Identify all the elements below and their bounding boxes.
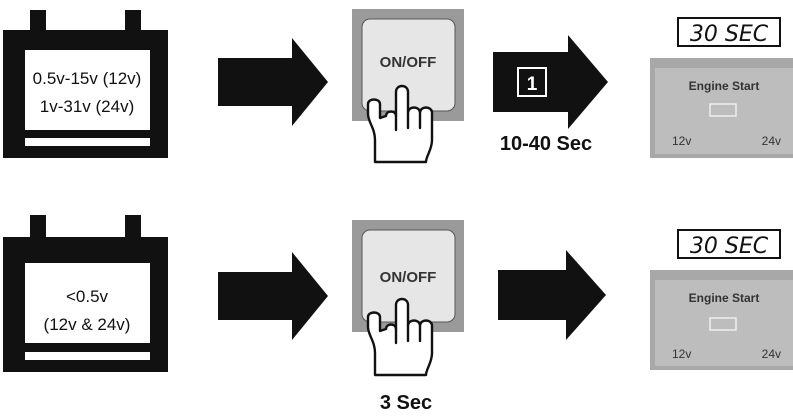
row-2: <0.5v (12v & 24v) ON/OFF 3 Sec 30 SEC xyxy=(3,215,793,414)
battery-voltage-24v: 1v-31v (24v) xyxy=(40,97,134,116)
timer-value: 30 SEC xyxy=(690,234,769,259)
panel-title: Engine Start xyxy=(689,291,760,305)
timer-display: 30 SEC xyxy=(677,17,781,47)
panel-label-12v: 12v xyxy=(672,134,691,148)
battery-voltage-low: <0.5v xyxy=(66,287,109,306)
panel-label-24v: 24v xyxy=(762,347,781,361)
arrow-right-icon xyxy=(218,38,328,126)
arrow-right-icon xyxy=(218,252,328,340)
engine-start-panel: Engine Start 12v 24v xyxy=(650,58,793,158)
step-badge: 1 xyxy=(527,74,538,95)
panel-title: Engine Start xyxy=(689,79,760,93)
panel-label-24v: 24v xyxy=(762,134,781,148)
duration-caption: 10-40 Sec xyxy=(500,133,592,155)
duration-caption: 3 Sec xyxy=(380,392,432,414)
panel-indicator xyxy=(709,103,737,117)
timer-display: 30 SEC xyxy=(677,229,781,259)
engine-start-panel: Engine Start 12v 24v xyxy=(650,270,793,370)
panel-indicator xyxy=(709,317,737,331)
on-off-button-label: ON/OFF xyxy=(380,54,437,71)
panel-label-12v: 12v xyxy=(672,347,691,361)
row-1: 0.5v-15v (12v) 1v-31v (24v) ON/OFF 1 10-… xyxy=(3,9,793,164)
arrow-right-badge-icon: 1 xyxy=(493,35,608,129)
battery-voltage-12v: 0.5v-15v (12v) xyxy=(33,69,142,88)
battery-voltage-systems: (12v & 24v) xyxy=(44,315,131,334)
arrow-right-icon xyxy=(498,250,606,340)
battery-icon: <0.5v (12v & 24v) xyxy=(3,215,168,372)
hand-press-icon xyxy=(366,84,434,164)
hand-press-icon xyxy=(366,297,434,377)
timer-value: 30 SEC xyxy=(690,22,769,47)
on-off-button-label: ON/OFF xyxy=(380,269,437,286)
battery-icon: 0.5v-15v (12v) 1v-31v (24v) xyxy=(3,10,168,158)
